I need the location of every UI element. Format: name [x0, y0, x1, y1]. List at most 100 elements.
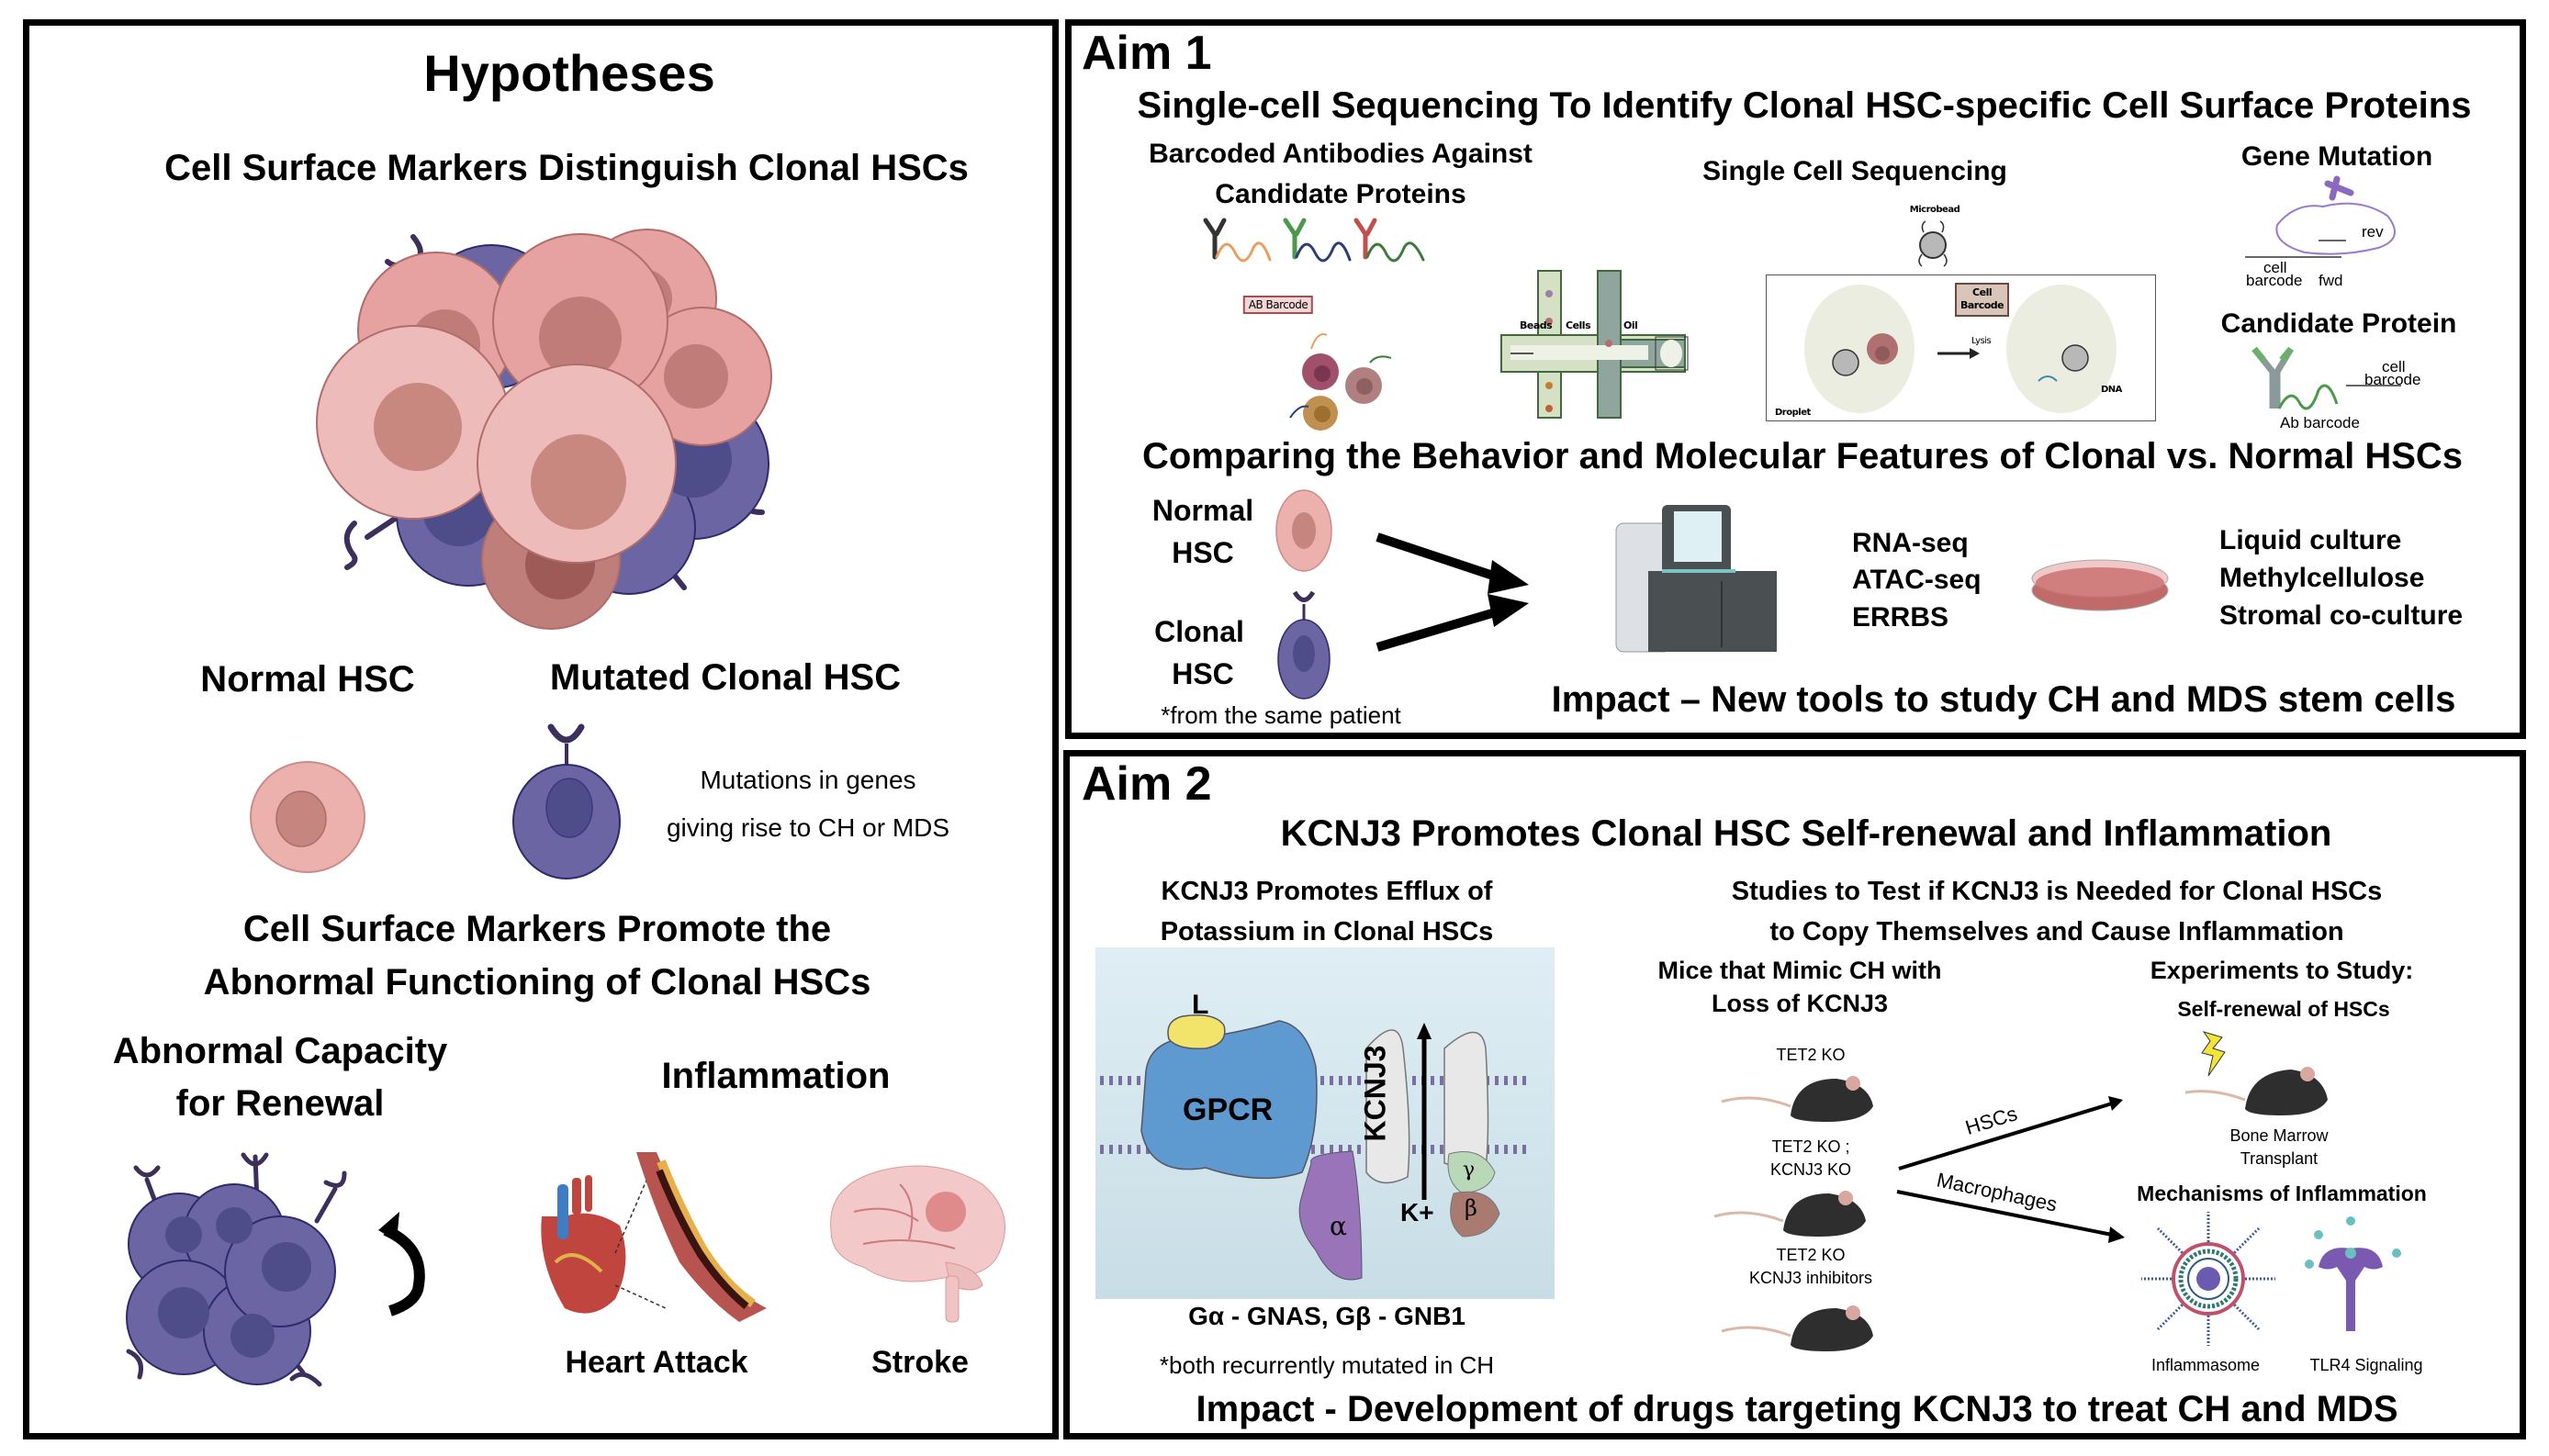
bmt-label-line2: Transplant — [2240, 1149, 2319, 1168]
aim2-title: KCNJ3 Promotes Clonal HSC Self-renewal a… — [1280, 813, 2332, 854]
lightning-icon — [2201, 1031, 2226, 1077]
mouse-icon — [1721, 1076, 1873, 1122]
kcnj3-channel-right — [1443, 1031, 1489, 1169]
oil-label: Oil — [1623, 319, 1638, 331]
beads-label: Beads — [1520, 319, 1553, 331]
cells-label: Cells — [1566, 319, 1591, 331]
mice-heading-line2: Loss of KCNJ3 — [1711, 990, 1889, 1017]
hypothesis-1-heading: Cell Surface Markers Distinguish Clonal … — [164, 148, 969, 188]
ligand-label: L — [1192, 990, 1209, 1020]
cell-barcode-line2: Barcode — [1960, 299, 2004, 312]
heart-artery-illustration — [541, 1152, 767, 1322]
mouse-icon — [1713, 1191, 1866, 1237]
culture-methylcellulose: Methylcellulose — [2219, 563, 2425, 593]
heart-attack-label: Heart Attack — [565, 1345, 748, 1380]
candidate-protein-antibody-icon — [2251, 346, 2401, 410]
kcnj3-label: KCNJ3 — [1358, 1045, 1392, 1142]
droplet-label: Droplet — [1775, 408, 1811, 418]
barcoded-antibodies-icon — [1203, 218, 1425, 263]
studies-heading-line1: Studies to Test if KCNJ3 is Needed for C… — [1731, 877, 2383, 906]
aim2-label: Aim 2 — [1082, 757, 1212, 811]
experiment-arrows-icon — [1896, 1096, 2125, 1243]
studies-heading-line2: to Copy Themselves and Cause Inflammatio… — [1769, 917, 2344, 946]
sequencer-instrument-icon — [1615, 505, 1777, 653]
aim1-title: Single-cell Sequencing To Identify Clona… — [1137, 85, 2472, 126]
inflammasome-icon — [2141, 1212, 2275, 1346]
mutated-clonal-hsc-label: Mutated Clonal HSC — [549, 657, 902, 698]
gm-cell-label: cell — [2263, 259, 2287, 276]
inflammasome-label: Inflammasome — [2150, 1356, 2261, 1374]
antibodies-heading-line2: Candidate Proteins — [1215, 179, 1466, 209]
hypotheses-title: Hypotheses — [423, 44, 715, 102]
efflux-heading-line1: KCNJ3 Promotes Efflux of — [1161, 877, 1493, 906]
gm-rev-label: rev — [2362, 223, 2384, 241]
normal-hsc-cell — [250, 761, 365, 873]
gm-fwd-label: fwd — [2319, 272, 2343, 289]
mouse-icon — [1721, 1305, 1873, 1351]
cp-ab-barcode-label: Ab barcode — [2280, 414, 2360, 431]
renewal-heading-line1: Abnormal Capacity — [112, 1031, 448, 1071]
tlr4-receptor-icon — [2305, 1216, 2401, 1331]
clonal-cell-cluster-illustration — [126, 1152, 347, 1387]
petri-dish-icon — [2031, 559, 2169, 611]
lysis-label: Lysis — [1971, 336, 1992, 346]
gamma-label: γ — [1463, 1159, 1476, 1182]
g-gamma-subunit — [1447, 1151, 1496, 1194]
mutation-note-line2: giving rise to CH or MDS — [666, 813, 950, 842]
normal-label: Normal — [1151, 494, 1254, 527]
aim1-label: Aim 1 — [1082, 27, 1212, 80]
mouse-3-label-line1: TET2 KO — [1776, 1246, 1846, 1264]
gpcr-label: GPCR — [1183, 1092, 1274, 1127]
transplant-mouse-icon — [2184, 1067, 2328, 1115]
kcnj3-channel-left — [1365, 1029, 1410, 1184]
ab-barcode-tag: AB Barcode — [1242, 296, 1314, 314]
aim1-impact: Impact – New tools to study CH and MDS s… — [1551, 679, 2456, 720]
alpha-label: α — [1330, 1211, 1347, 1241]
microbead-label: Microbead — [1909, 205, 1960, 215]
cell-barcode-line1: Cell — [1972, 286, 1993, 298]
mutated-clonal-hsc-cell — [512, 723, 621, 879]
efflux-heading-line2: Potassium in Clonal HSCs — [1160, 917, 1494, 946]
hypothesis-2-heading-line1: Cell Surface Markers Promote the — [242, 909, 832, 949]
beta-label: β — [1465, 1195, 1477, 1221]
labeled-cells-icon — [1289, 333, 1392, 431]
mouse-2-label-line1: TET2 KO ; — [1771, 1137, 1850, 1156]
candidate-protein-heading: Candidate Protein — [2220, 308, 2457, 339]
self-renewal-arrow-icon — [378, 1212, 425, 1316]
gm-barcode-label: barcode — [2246, 272, 2303, 289]
g-beta-subunit — [1450, 1191, 1500, 1238]
single-cell-sequencing-heading: Single Cell Sequencing — [1702, 156, 2007, 186]
experiments-heading: Experiments to Study: — [2150, 957, 2414, 984]
inflammation-heading: Inflammation — [661, 1056, 891, 1096]
clonal-label: Clonal — [1154, 615, 1244, 648]
comparing-heading: Comparing the Behavior and Molecular Fea… — [1141, 436, 2464, 476]
bmt-label-line1: Bone Marrow — [2229, 1126, 2329, 1145]
mechanisms-heading: Mechanisms of Inflammation — [2137, 1182, 2427, 1205]
mice-heading-line1: Mice that Mimic CH with — [1657, 957, 1942, 984]
culture-stromal: Stromal co-culture — [2219, 600, 2464, 631]
hypothesis-2-heading-line2: Abnormal Functioning of Clonal HSCs — [203, 962, 871, 1002]
membrane-bilayer — [1100, 1014, 1527, 1281]
same-patient-note: *from the same patient — [1161, 701, 1401, 729]
dna-label: DNA — [2101, 385, 2122, 395]
culture-liquid: Liquid culture — [2219, 525, 2402, 555]
brain-illustration — [830, 1165, 1005, 1323]
cell-cluster-illustration — [316, 229, 772, 630]
tlr4-label: TLR4 Signaling — [2309, 1356, 2423, 1374]
assay-errbs: ERRBS — [1852, 602, 1949, 633]
mouse-1-label: TET2 KO — [1776, 1046, 1846, 1064]
clonal-hsc-cell — [1277, 590, 1331, 700]
gene-mutation-heading: Gene Mutation — [2240, 141, 2433, 172]
gene-mutation-chromosome-icon — [2245, 175, 2396, 258]
receptor-icon — [547, 723, 585, 744]
g-alpha-subunit — [1298, 1150, 1363, 1281]
droplet-lysis-illustration — [1804, 285, 2117, 413]
k-plus-label: K+ — [1400, 1198, 1434, 1226]
assay-rna-seq: RNA-seq — [1852, 528, 1969, 558]
droplet-box — [1766, 274, 2156, 421]
cp-barcode-label: barcode — [2364, 371, 2421, 388]
clonal-hsc-sub-label: HSC — [1172, 657, 1234, 690]
aim2-impact: Impact - Development of drugs targeting … — [1196, 1389, 2398, 1429]
normal-hsc-label: Normal HSC — [200, 659, 415, 700]
